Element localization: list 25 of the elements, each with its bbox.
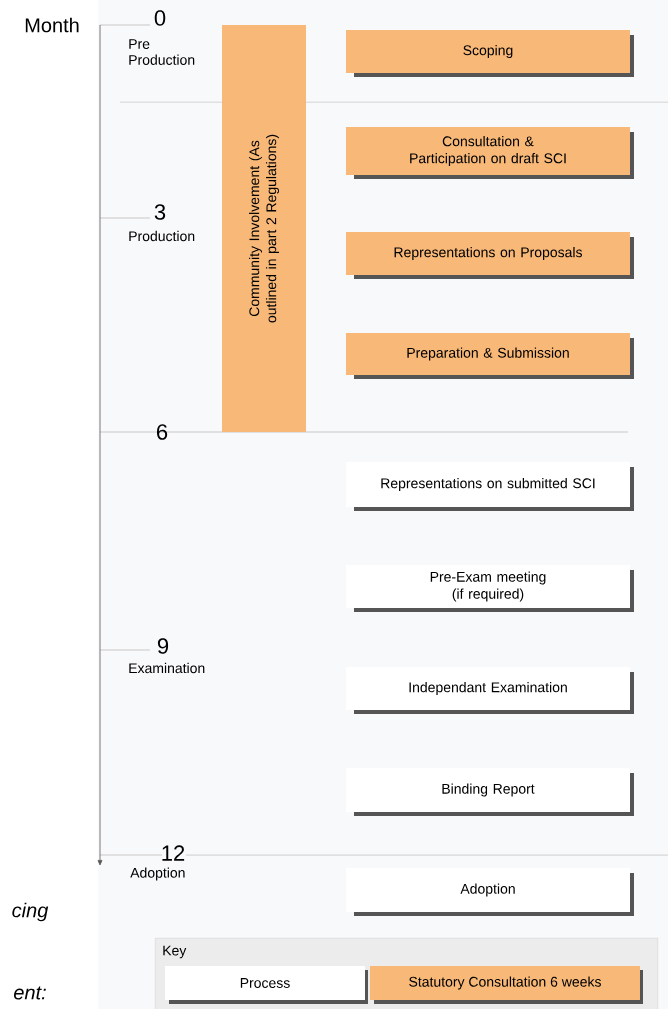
- process-box: Representations on submitted SCI: [346, 462, 634, 511]
- process-box: Independant Examination: [346, 667, 634, 714]
- axis-label: Examination: [129, 662, 205, 674]
- process-box: Consultation & Participation on draft SCI: [346, 127, 634, 179]
- axis-label: 0: [154, 10, 166, 26]
- process-box: Pre-Exam meeting (if required): [346, 565, 634, 612]
- process-box: Adoption: [346, 868, 634, 916]
- legend-label: Statutory Consultation 6 weeks: [409, 976, 601, 990]
- legend-label: Process: [240, 978, 290, 988]
- process-box: Binding Report: [346, 768, 634, 816]
- axis-label: Pre Production: [129, 39, 195, 65]
- axis-label: 9: [157, 638, 169, 654]
- process-box: Scoping: [346, 30, 634, 77]
- vertical-bar: Community Involvement (As outlined in part 2 Regulations): [222, 25, 306, 432]
- process-box: Representations on Proposals: [346, 232, 634, 279]
- axis-label: Month: [25, 17, 79, 33]
- key-heading: Key: [163, 945, 187, 959]
- axis-label: 6: [157, 424, 168, 440]
- process-box: Preparation & Submission: [346, 333, 634, 379]
- axis-label: Production: [129, 230, 195, 242]
- axis-label: 3: [154, 204, 166, 220]
- axis-label: 12: [162, 845, 185, 861]
- axis-label: ent:: [14, 986, 46, 1000]
- axis-label: Adoption: [130, 867, 185, 881]
- axis-label: cing: [12, 902, 49, 922]
